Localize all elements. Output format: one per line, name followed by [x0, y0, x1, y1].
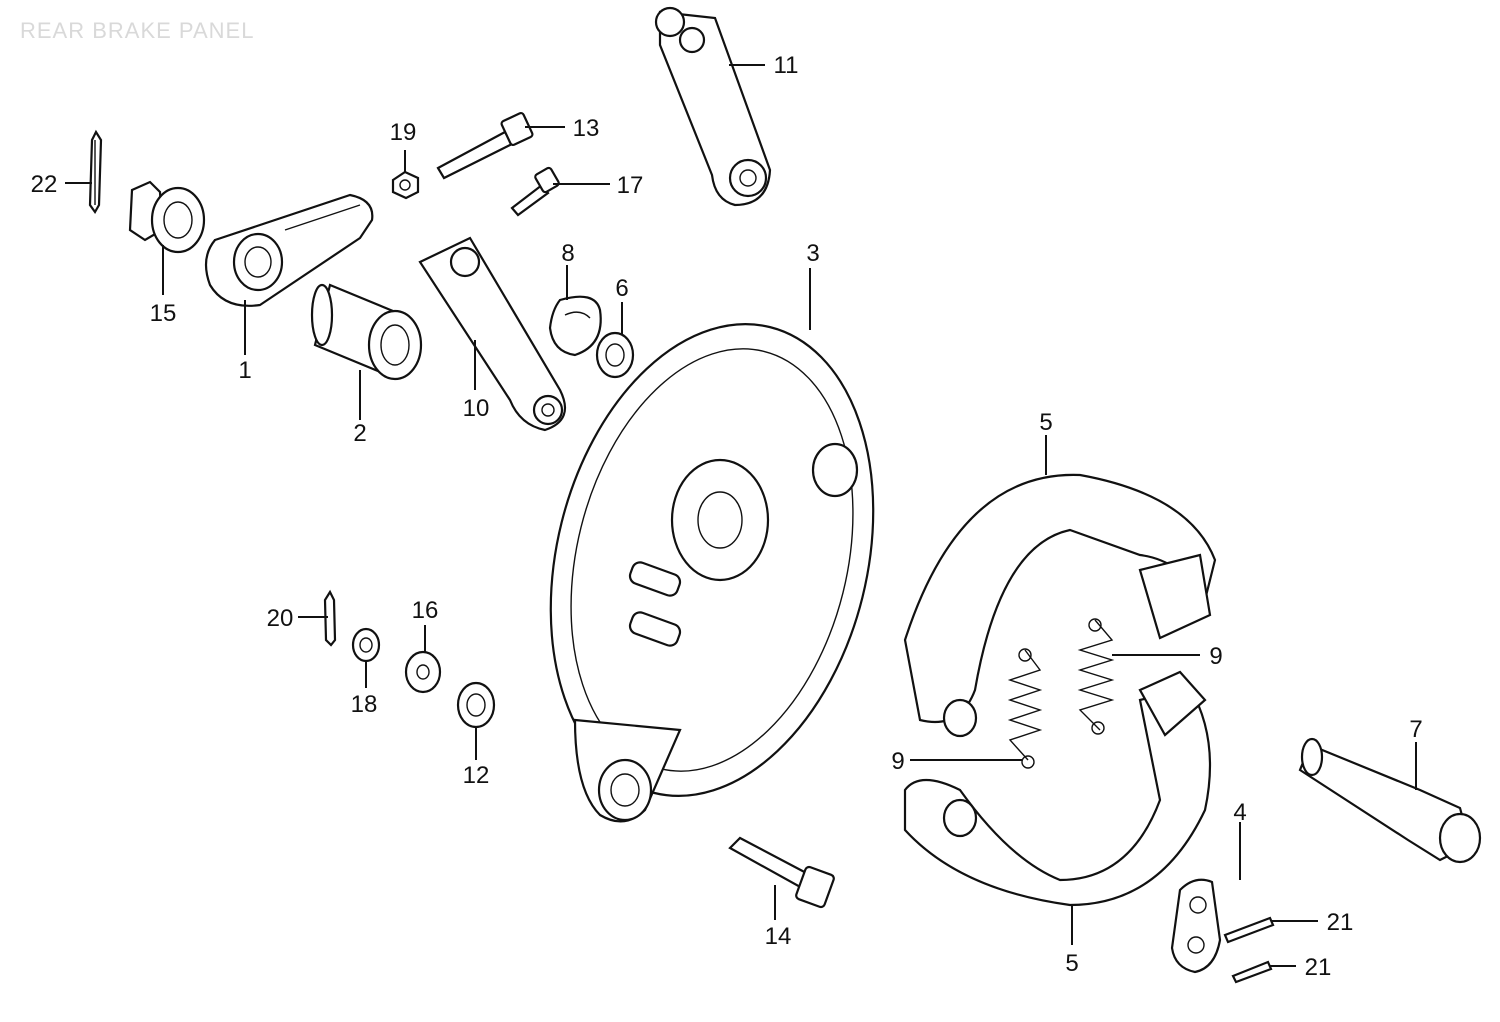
bolt-13-part: [436, 112, 534, 180]
callout-7: 7: [1409, 716, 1422, 743]
torque-link-10-part: [418, 236, 567, 432]
brake-shoe-upper-part: [903, 473, 1217, 738]
diagram-title: REAR BRAKE PANEL: [20, 18, 254, 43]
small-nut-part: [391, 170, 420, 200]
shoe-plate-part: [1170, 878, 1222, 974]
callout-8: 8: [561, 240, 574, 267]
callout-21-upper: 21: [1327, 909, 1354, 936]
callout-6: 6: [615, 275, 628, 302]
seal-12-part: [456, 681, 496, 729]
callout-9-upper: 9: [1209, 643, 1222, 670]
callout-21-lower: 21: [1305, 954, 1332, 981]
callout-5-upper: 5: [1039, 409, 1052, 436]
callout-14: 14: [765, 923, 792, 950]
leader-lines: [65, 64, 1417, 967]
brake-arm-part: [204, 193, 374, 307]
spring-upper-part: [1077, 618, 1115, 735]
nut-18-part: [351, 627, 381, 663]
callout-18: 18: [351, 691, 378, 718]
small-cotter-pin-part: [323, 589, 337, 647]
shoe-pin-upper-part: [1223, 916, 1275, 944]
callout-4: 4: [1233, 799, 1246, 826]
callout-2: 2: [353, 420, 366, 447]
callout-13: 13: [573, 115, 600, 142]
shoe-pin-lower-part: [1231, 960, 1273, 984]
bolt-14-part: [728, 836, 835, 909]
brake-panel-part: [549, 323, 875, 823]
callout-12: 12: [463, 762, 490, 789]
clip-part: [548, 295, 602, 357]
pin-17-part: [510, 166, 560, 217]
torque-link-11-part: [654, 6, 772, 207]
brake-cam-part: [1298, 737, 1482, 864]
callout-9-lower: 9: [891, 748, 904, 775]
callout-16: 16: [412, 597, 439, 624]
washer-16-part: [404, 650, 442, 694]
castle-nut-part: [128, 180, 206, 254]
washer-6-part: [595, 331, 635, 379]
callout-10: 10: [463, 395, 490, 422]
cotter-pin-part: [88, 129, 103, 215]
callout-1: 1: [238, 357, 251, 384]
sleeve-part: [310, 283, 423, 381]
callout-11: 11: [774, 52, 799, 79]
callout-5-lower: 5: [1065, 950, 1078, 977]
callout-20: 20: [267, 605, 294, 632]
spring-lower-part: [1007, 648, 1043, 769]
callout-19: 19: [390, 119, 417, 146]
callout-labels: 1 2 3 4 5 5 6 7 8 9 9 10 11 12 13 14 15 …: [31, 52, 1423, 981]
callout-22: 22: [31, 171, 58, 198]
callout-15: 15: [150, 300, 177, 327]
brake-shoe-lower-part: [903, 670, 1212, 907]
callout-17: 17: [617, 172, 644, 199]
callout-3: 3: [806, 240, 819, 267]
